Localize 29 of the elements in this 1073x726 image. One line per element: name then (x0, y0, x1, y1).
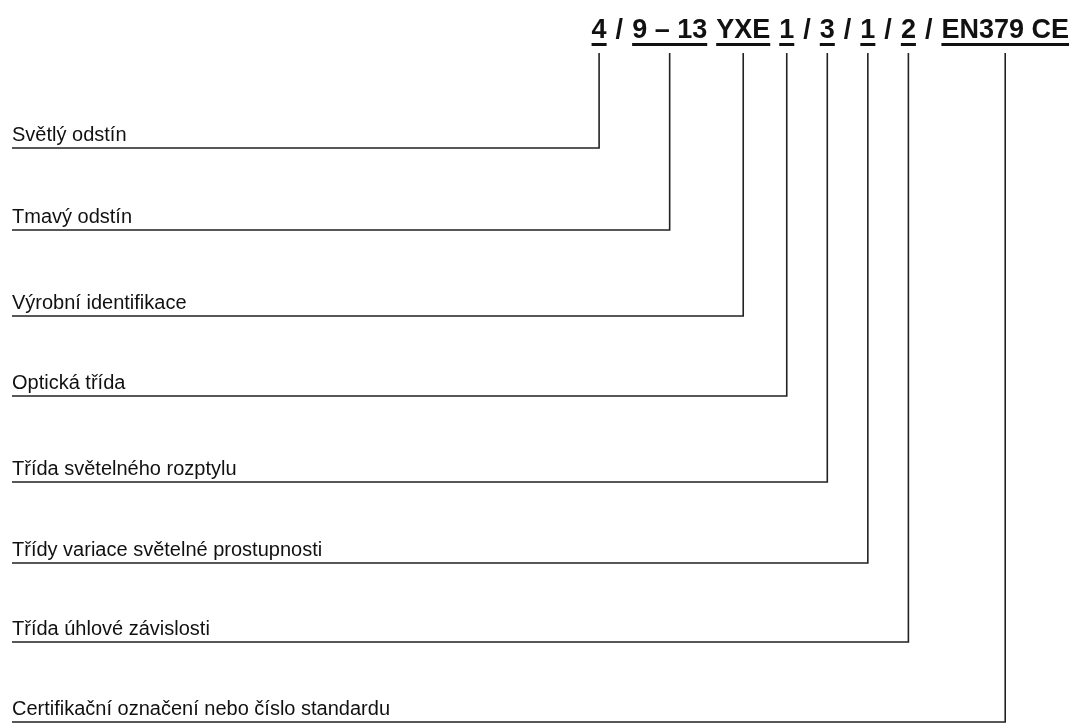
separator: / (884, 14, 892, 45)
part-label: Třída úhlové závislosti (12, 614, 210, 642)
marking-code: 2 (900, 14, 916, 53)
part-label: Třída světelného rozptylu (12, 454, 237, 482)
separator: / (924, 14, 933, 45)
marking-code: YXE (716, 14, 771, 53)
leader-line (11, 52, 600, 149)
marking-code: 9 – 13 (632, 14, 708, 53)
leader-line (11, 52, 829, 483)
part-label: Světlý odstín (12, 120, 127, 148)
part-label: Výrobní identifikace (12, 288, 187, 316)
part-label: Třídy variace světelné prostupnosti (12, 535, 323, 563)
marking-code: 1 (779, 14, 795, 53)
marking-code: 3 (819, 14, 835, 53)
separator: / (803, 14, 811, 45)
leader-line (11, 52, 869, 564)
leader-line (11, 52, 671, 231)
separator: / (843, 14, 852, 45)
part-label: Tmavý odstín (12, 202, 133, 230)
marking-code: 4 (591, 14, 607, 53)
leader-line (11, 52, 910, 643)
marking-code: 1 (860, 14, 876, 53)
part-label: Certifikační označení nebo číslo standardu (12, 694, 390, 722)
marking-code: EN379 CE (941, 14, 1069, 53)
leader-line (11, 52, 1006, 723)
separator: / (615, 14, 624, 45)
leader-line (11, 52, 788, 397)
leader-line (11, 52, 744, 317)
part-label: Optická třída (12, 368, 126, 396)
